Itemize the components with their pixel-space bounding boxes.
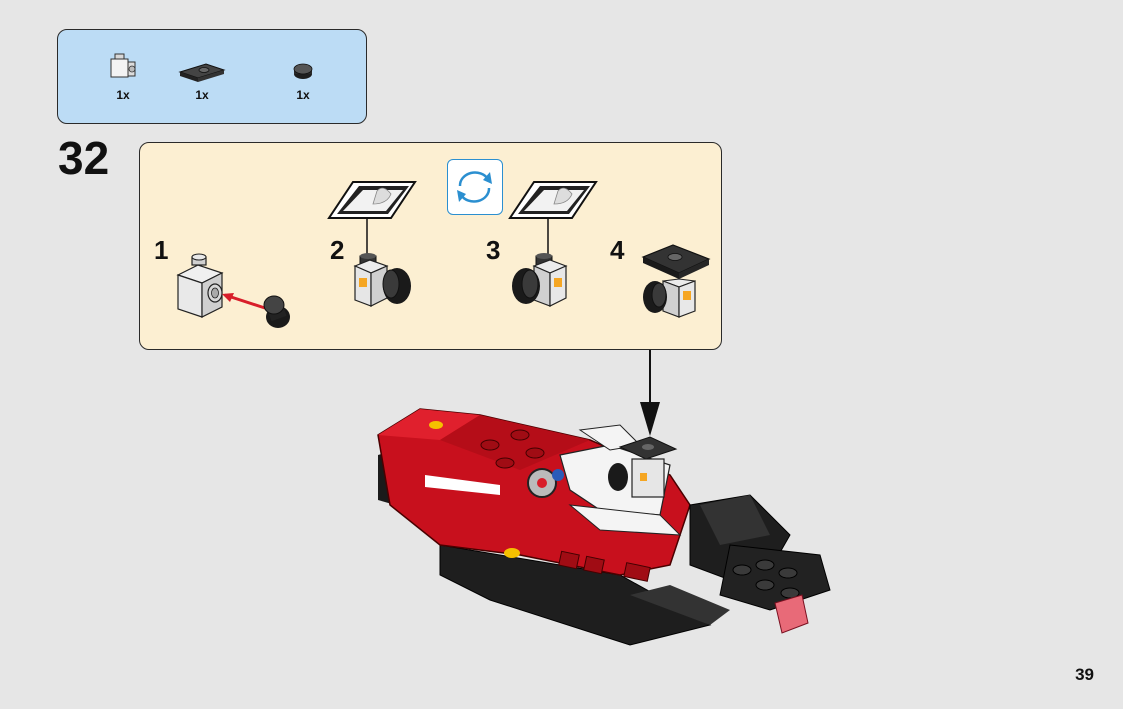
substep-label-4: 4: [610, 235, 625, 265]
arrow-icon: [224, 293, 269, 311]
bracket-brick-icon: [110, 53, 136, 78]
substep-panel: 1 2 3: [139, 142, 722, 350]
page-number: 39: [1075, 665, 1094, 684]
part-round-tile: 1x: [273, 50, 333, 102]
arrow-icon: [640, 350, 660, 436]
part-qty: 1x: [195, 88, 209, 102]
substep-4-illustration: [641, 244, 711, 318]
dark-plate-icon: [178, 63, 226, 82]
step-number: 32: [58, 132, 110, 184]
rotate-arrows-icon: [457, 171, 492, 203]
rotate-icon: [447, 159, 503, 215]
substep-label-2: 2: [330, 235, 345, 265]
substep-2-illustration: [327, 181, 417, 307]
sticker-icon: [508, 181, 598, 219]
parts-list-panel: 1x 1x 1x: [57, 29, 367, 124]
part-qty: 1x: [296, 88, 310, 102]
round-tile-icon: [293, 63, 313, 79]
sticker-icon: [327, 181, 417, 219]
part-dark-plate: 1x: [172, 50, 232, 102]
substep-3-illustration: [508, 181, 598, 307]
substep-label-1: 1: [154, 235, 169, 265]
part-bracket-brick: 1x: [93, 50, 153, 102]
car-model-illustration: [377, 408, 831, 646]
part-qty: 1x: [116, 88, 130, 102]
substep-1-illustration: [176, 253, 290, 328]
substep-label-3: 3: [486, 235, 501, 265]
